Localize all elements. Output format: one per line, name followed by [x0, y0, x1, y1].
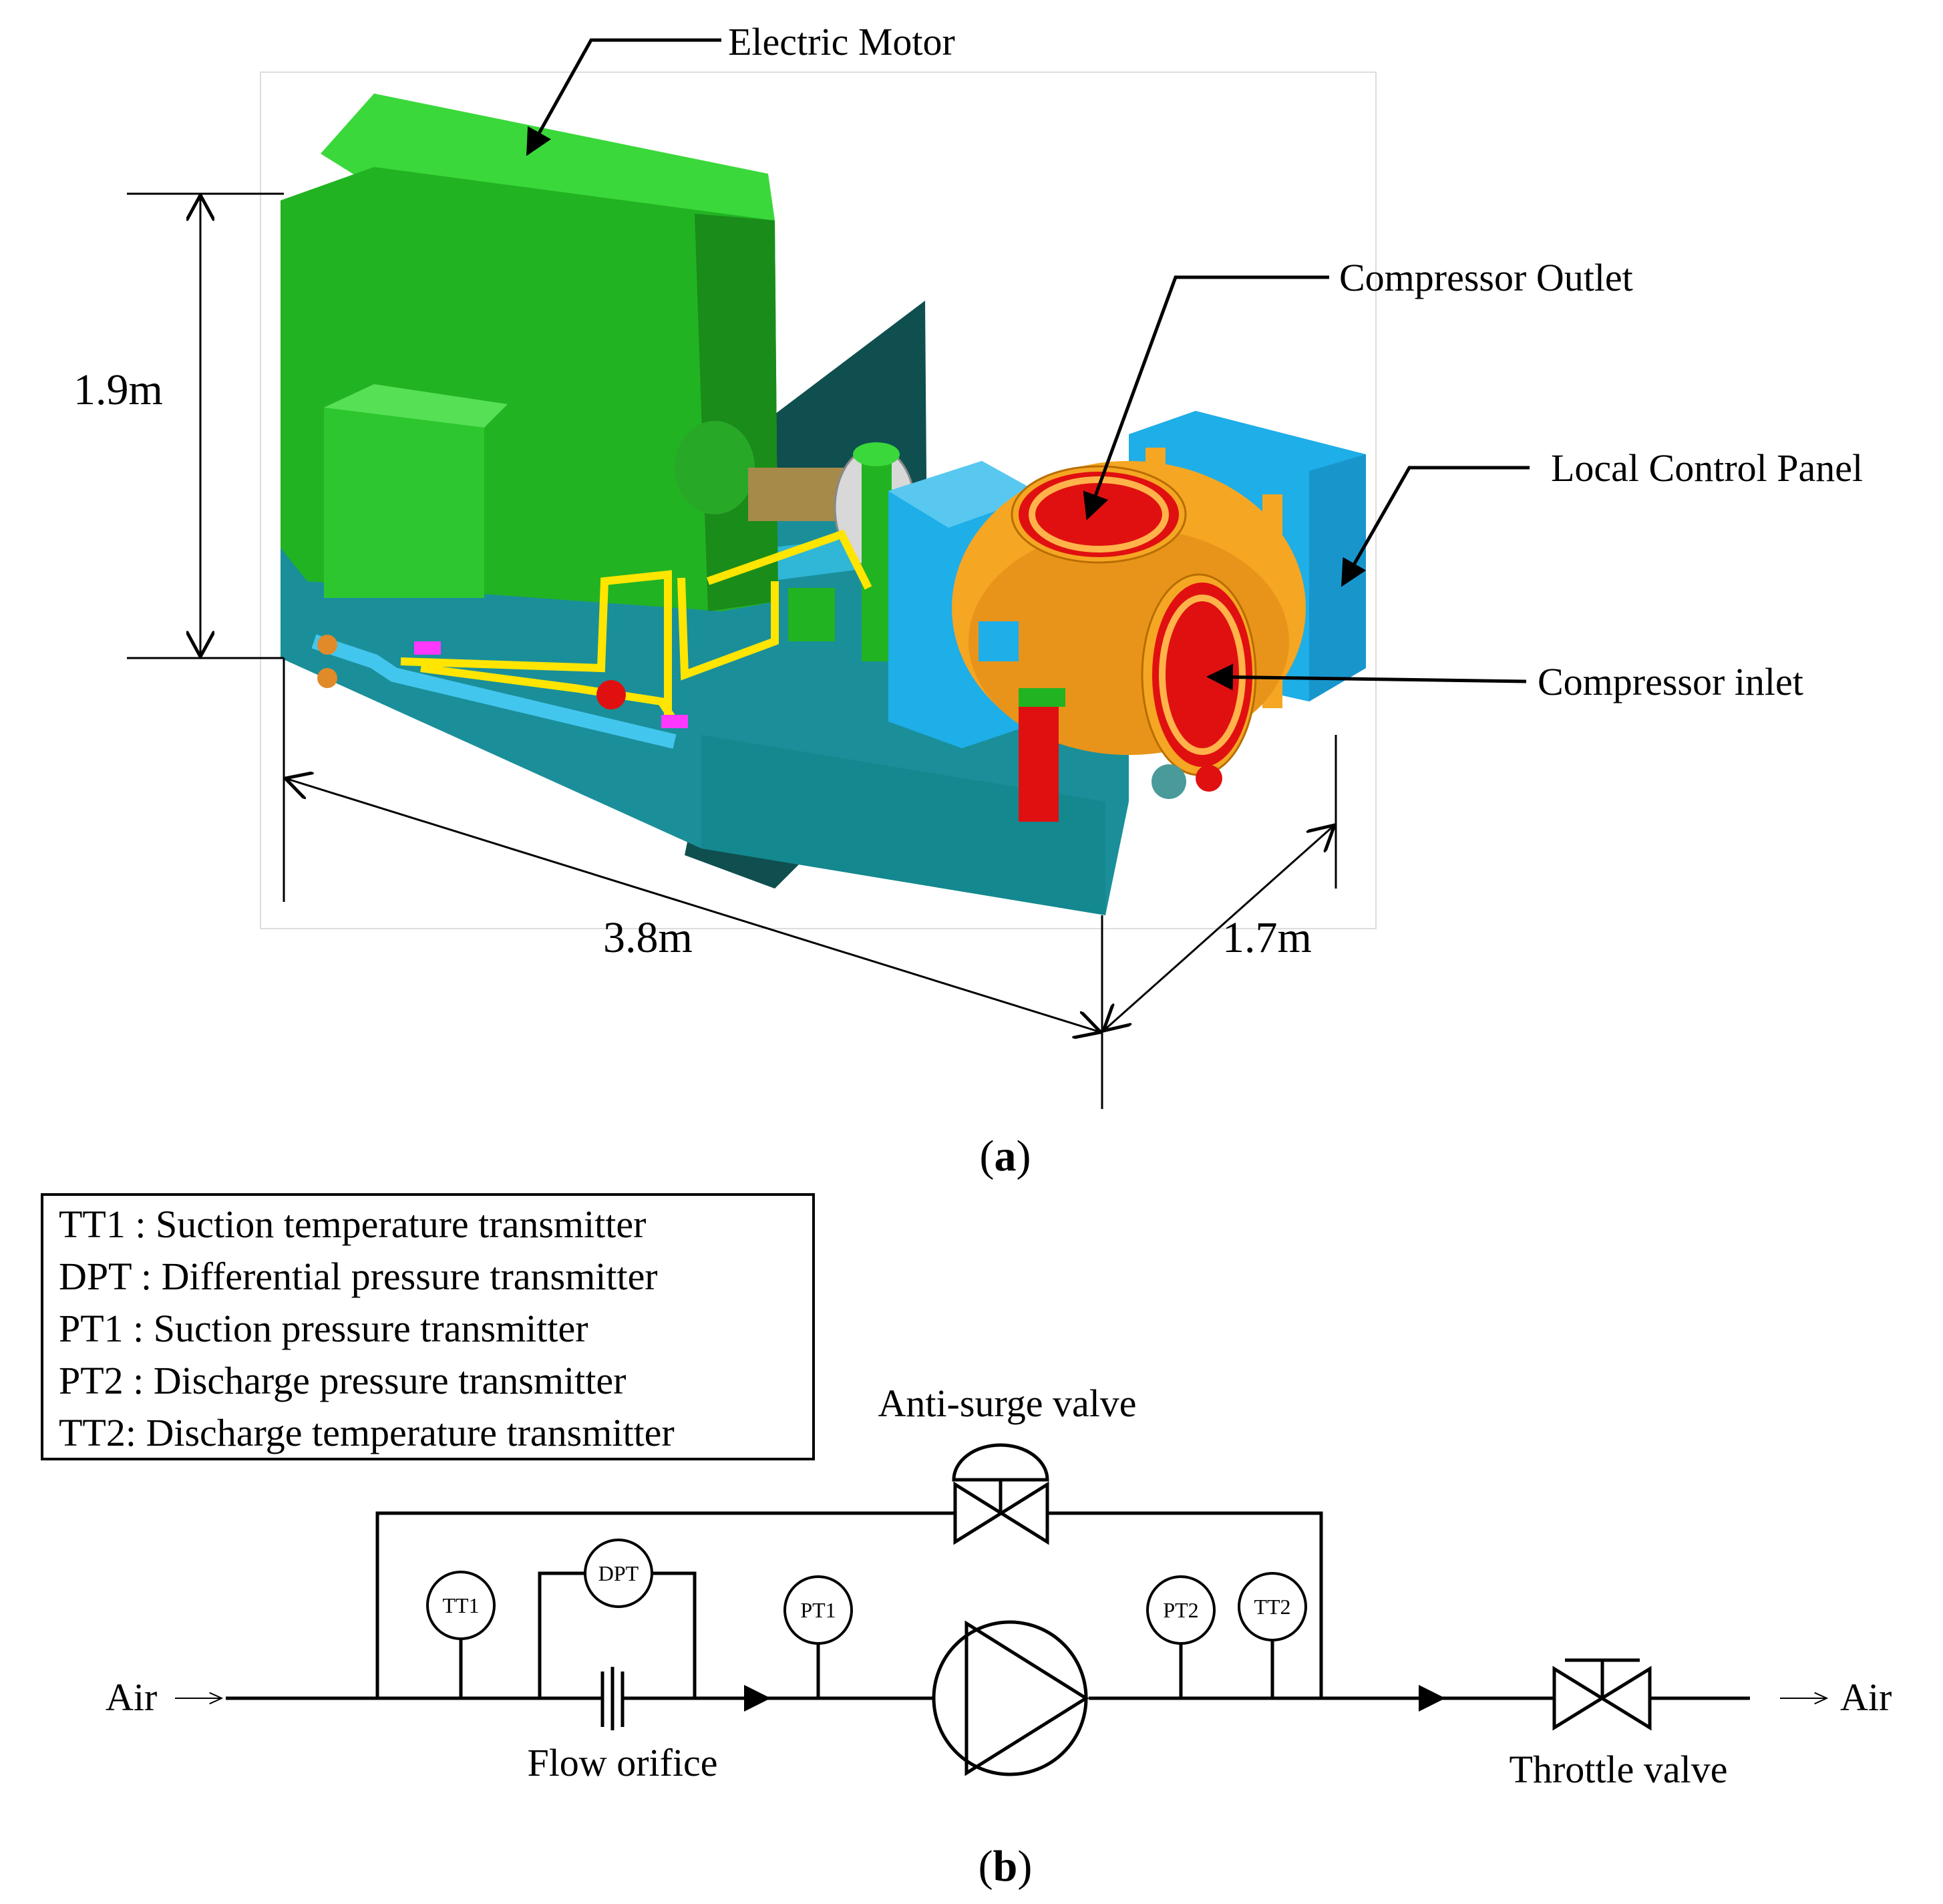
pt1-bubble	[783, 1575, 853, 1645]
caption-b: (b)	[979, 1842, 1033, 1891]
tt1-tag: TT1	[442, 1593, 479, 1617]
outlet-flange-band	[1029, 476, 1169, 552]
dpt-impulse-lines-right	[651, 1571, 697, 1698]
anti-surge-body	[953, 1481, 1049, 1545]
figure-a: Electric Motor Compressor Outlet Local C…	[73, 20, 1863, 1180]
dpt-tag: DPT	[598, 1561, 639, 1585]
instrument-tt1: TT1	[426, 1571, 496, 1698]
air-inlet-label: Air	[106, 1676, 157, 1719]
oil-fitting-1	[317, 635, 337, 655]
legend-item-tt1: TT1 : Suction temperature transmitter	[59, 1203, 646, 1246]
front-green-fitting	[1019, 688, 1065, 707]
green-valve-assy	[788, 588, 835, 641]
flow-orifice-symbol	[600, 1667, 625, 1730]
compressor-inlet-leader	[1206, 663, 1527, 691]
compressor-symbol	[932, 1620, 1089, 1776]
width-dim-line	[1103, 825, 1335, 1031]
legend-frame	[41, 1193, 815, 1460]
front-valve	[1152, 764, 1186, 799]
flow-orifice-label: Flow orifice	[527, 1741, 717, 1784]
instrument-legend: TT1 : Suction temperature transmitter DP…	[41, 1193, 815, 1460]
local-control-panel-leader	[1341, 466, 1530, 587]
air-outlet-label: Air	[1840, 1676, 1892, 1719]
gearbox-top	[888, 461, 1042, 528]
terminal-box-top	[324, 384, 508, 428]
legend-item-dpt: DPT : Differential pressure transmitter	[59, 1255, 658, 1298]
electric-motor-leader	[526, 38, 721, 156]
compressor-outlet-leader	[1083, 275, 1329, 520]
oil-valve-red	[596, 680, 626, 709]
anti-surge-valve-symbol	[952, 1443, 1049, 1545]
inlet-flange-band	[1159, 595, 1246, 755]
compressor-triangle	[964, 1620, 1089, 1776]
dpt-impulse-lines	[538, 1571, 586, 1698]
bypass-line-right	[1047, 1511, 1323, 1698]
figure-b: TT1 : Suction temperature transmitter DP…	[41, 1193, 1892, 1891]
legend-item-pt2: PT2 : Discharge pressure transmitter	[59, 1359, 626, 1402]
anti-surge-valve-label: Anti-surge valve	[878, 1382, 1136, 1425]
local-control-panel-label: Local Control Panel	[1551, 446, 1863, 490]
pt1-tag: PT1	[800, 1598, 836, 1622]
tt1-bubble	[426, 1571, 496, 1640]
width-dimension-label: 1.7m	[1222, 913, 1312, 962]
callout-leaders	[526, 38, 1530, 691]
instrument-pt1: PT1	[783, 1575, 853, 1698]
magenta-fitting-1	[414, 641, 441, 655]
electric-motor-label: Electric Motor	[728, 20, 955, 63]
legend-item-tt2: TT2: Discharge temperature transmitter	[59, 1411, 675, 1454]
height-dimension-label: 1.9m	[73, 365, 163, 414]
blue-actuator	[979, 621, 1019, 661]
throttle-body	[1552, 1665, 1652, 1731]
magenta-fitting-2	[661, 715, 688, 728]
lube-oil-piping	[400, 529, 872, 724]
pt2-tag: PT2	[1163, 1598, 1198, 1622]
compressor-inlet-label: Compressor inlet	[1538, 660, 1803, 703]
throttle-valve-label: Throttle valve	[1510, 1748, 1728, 1791]
caption-a: (a)	[980, 1132, 1031, 1180]
vent-stack	[862, 448, 892, 661]
terminal-box	[324, 408, 484, 598]
oil-line	[311, 634, 677, 749]
inlet-flange-ring	[1152, 583, 1252, 767]
front-red-fitting	[1019, 695, 1059, 822]
local-control-panel-side	[1309, 454, 1366, 701]
dpt-bubble	[584, 1539, 653, 1608]
instrument-pt2: PT2	[1146, 1575, 1216, 1698]
instrument-dpt: DPT	[584, 1539, 653, 1608]
oil-fitting-2	[317, 668, 337, 688]
electric-motor-side	[695, 214, 778, 611]
length-dimension-label: 3.8m	[603, 913, 693, 962]
vent-stack-cap	[853, 442, 900, 466]
bypass-line	[375, 1511, 954, 1698]
anti-surge-actuator	[952, 1443, 1049, 1482]
compressor-outlet-label: Compressor Outlet	[1339, 256, 1633, 299]
front-valve-red	[1196, 765, 1222, 792]
instrument-tt2: TT2	[1238, 1572, 1307, 1698]
pt2-bubble	[1146, 1575, 1216, 1645]
tt2-bubble	[1238, 1572, 1307, 1641]
tt2-tag: TT2	[1254, 1595, 1290, 1619]
throttle-valve-symbol	[1552, 1658, 1652, 1731]
compressor-casing	[932, 1620, 1088, 1776]
dimension-lines	[127, 192, 1336, 1109]
motor-coupling-hub	[675, 421, 755, 514]
legend-item-pt1: PT1 : Suction pressure transmitter	[59, 1307, 588, 1350]
length-dim-line	[285, 778, 1101, 1032]
compressor-package-illustration	[281, 94, 1366, 915]
